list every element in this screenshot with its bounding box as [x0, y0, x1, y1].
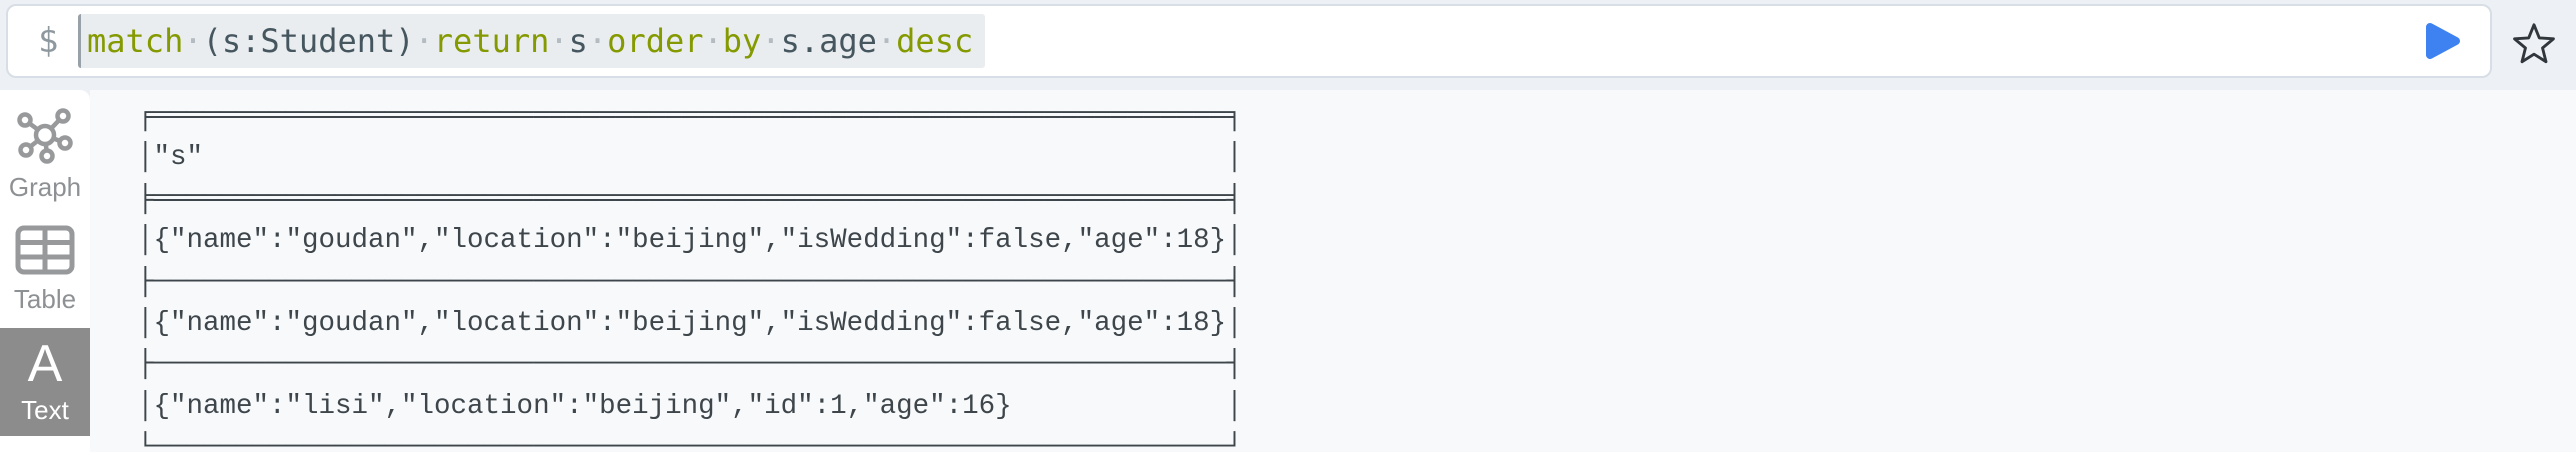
- whitespace-dot: ·: [587, 22, 608, 60]
- whitespace-dot: ·: [183, 22, 203, 60]
- query-token: desc: [896, 22, 974, 60]
- star-icon: [2513, 23, 2555, 64]
- query-token: order: [607, 22, 704, 60]
- whitespace-dot: ·: [876, 22, 897, 60]
- letter-a-icon: A: [27, 335, 63, 393]
- query-token: by: [722, 22, 762, 60]
- query-editor-card: $ match·(s:Student)·return·s·order·by·s.…: [6, 4, 2492, 78]
- query-token: s.age: [780, 22, 877, 60]
- sidebar-item-graph[interactable]: Graph: [0, 100, 90, 208]
- whitespace-dot: ·: [703, 22, 723, 60]
- sidebar-item-text[interactable]: A Text: [0, 328, 90, 436]
- sidebar-item-table[interactable]: Table: [0, 214, 90, 322]
- graph-icon: [17, 108, 73, 164]
- query-token: match: [87, 22, 184, 60]
- prompt-symbol: $: [38, 21, 59, 61]
- whitespace-dot: ·: [761, 22, 781, 60]
- result-view-sidebar: Graph Table A Text: [0, 90, 90, 452]
- favorite-button[interactable]: [2510, 20, 2558, 68]
- query-token: (s:Student): [202, 22, 415, 60]
- query-token: s: [568, 22, 588, 60]
- table-icon: [15, 225, 75, 275]
- text-result: ╒═══════════════════════════════════════…: [137, 101, 1243, 452]
- whitespace-dot: ·: [549, 22, 569, 60]
- play-icon: [2426, 23, 2460, 59]
- query-code[interactable]: match·(s:Student)·return·s·order·by·s.ag…: [78, 14, 986, 68]
- result-main-panel: ╒═══════════════════════════════════════…: [90, 90, 2576, 452]
- whitespace-dot: ·: [414, 22, 434, 60]
- run-query-button[interactable]: [2416, 17, 2464, 65]
- query-token: return: [433, 22, 550, 60]
- sidebar-item-label: Table: [13, 284, 77, 314]
- sidebar-item-label: Text: [21, 395, 69, 425]
- sidebar-item-label: Graph: [8, 172, 82, 202]
